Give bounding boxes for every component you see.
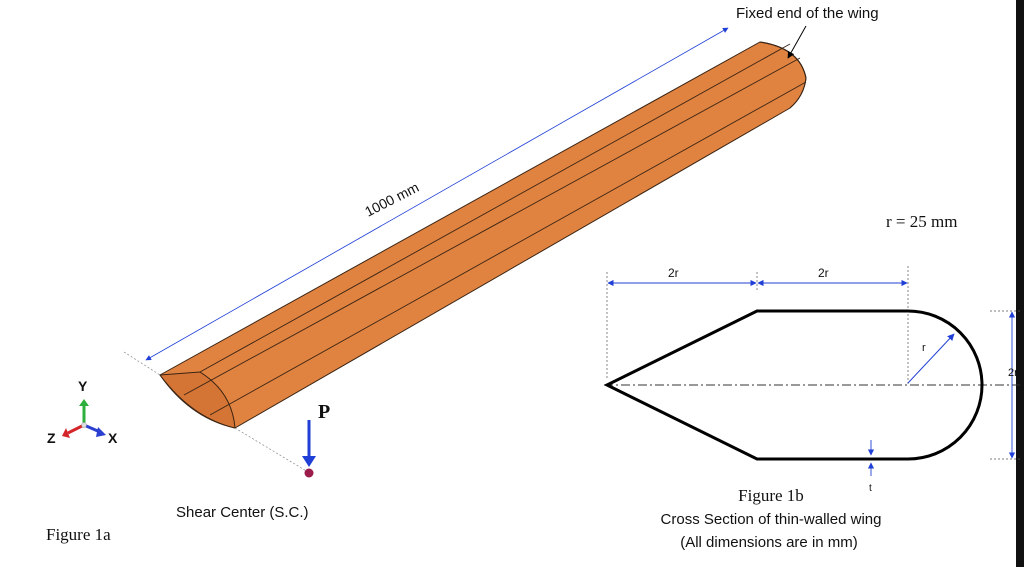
- load-arrow-icon: [302, 456, 316, 467]
- dim-right-label: 2r: [818, 266, 829, 280]
- figure-1b-subtitle: Cross Section of thin-walled wing: [661, 511, 882, 528]
- beam-edge-line: [183, 57, 801, 396]
- beam-body: [159, 41, 807, 429]
- shear-center-guide: [234, 427, 309, 473]
- radius-label: r: [922, 342, 926, 354]
- figure-1a-caption: Figure 1a: [46, 525, 111, 544]
- cross-section-outline: [603, 309, 984, 461]
- height-label: 2r: [1008, 367, 1018, 379]
- axis-triad: [62, 399, 106, 438]
- dim-left-label: 2r: [668, 266, 679, 280]
- beam-edge-line: [209, 81, 807, 416]
- x-axis-label: X: [108, 430, 118, 446]
- radius-arrow: [907, 333, 955, 384]
- page-edge-bar: [1016, 0, 1024, 567]
- length-dimension: [123, 27, 729, 376]
- z-axis-icon: [67, 423, 85, 435]
- beam-edge-line: [199, 43, 791, 373]
- top-dimensions: [606, 266, 909, 385]
- shear-center-label: Shear Center (S.C.): [176, 504, 309, 521]
- figure-1b-caption: Figure 1b: [738, 486, 804, 505]
- shear-center-point: [304, 468, 314, 478]
- load-label: P: [318, 401, 330, 423]
- fixed-end-label: Fixed end of the wing: [736, 5, 879, 22]
- wing-beam: [159, 41, 807, 429]
- fixed-end-pointer: [787, 25, 807, 59]
- length-label: 1000 mm: [362, 179, 421, 220]
- height-dimension: [990, 310, 1020, 460]
- thickness-label: t: [869, 483, 872, 494]
- y-axis-label: Y: [78, 378, 88, 394]
- z-axis-label: Z: [47, 430, 56, 446]
- radius-value: r = 25 mm: [886, 212, 957, 231]
- figure-1b-note: (All dimensions are in mm): [680, 534, 858, 551]
- fixed-end-outline: [759, 41, 807, 109]
